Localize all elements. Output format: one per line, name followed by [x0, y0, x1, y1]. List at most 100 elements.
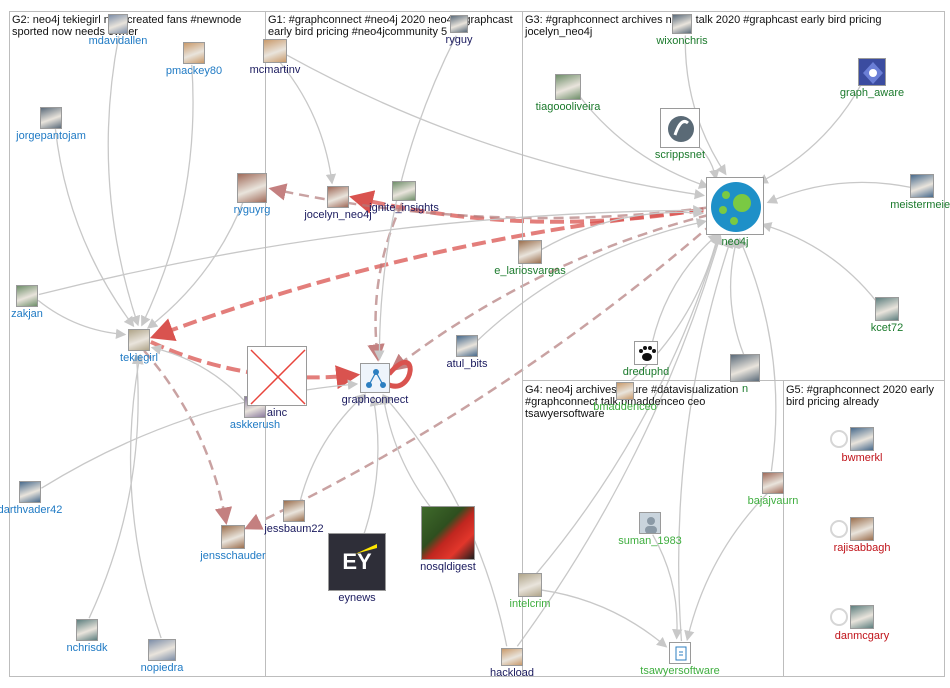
node-label: bajajvaurn [747, 495, 799, 507]
edge-ignite-insights-to-graphconnect [367, 202, 404, 362]
node-label: kcet72 [870, 322, 904, 334]
node-label: nosqldigest [420, 561, 476, 573]
node-label: wixonchris [656, 35, 708, 47]
avatar-icon [850, 605, 874, 629]
neo4j-logo-icon [706, 177, 764, 235]
edge-kcet72-to-neo4j [761, 222, 878, 303]
edge-jessbaum22-to-graphconnect [299, 393, 367, 501]
self-loop-icon [830, 608, 848, 626]
avatar-icon [850, 427, 874, 451]
edge-jorgepantojam-to-tekiegirl [54, 129, 135, 328]
avatar-icon [40, 107, 62, 129]
edge-tiagoooliveira-to-neo4j [577, 93, 710, 189]
node-label: danmcgary [834, 630, 890, 642]
edge-ryguyrg-to-tekiegirl [146, 197, 246, 329]
node-label: tekiegirl [120, 352, 158, 364]
avatar-icon [518, 573, 542, 597]
edge-e-lariosvargas-to-neo4j [541, 207, 705, 250]
edge-neo4j-to-jensschauder [244, 211, 726, 530]
edge-bajajvaurn-to-tsawyersoftware [684, 493, 768, 642]
avatar-icon [850, 517, 874, 541]
edge-darthvader42-to-graphconnect [41, 379, 359, 489]
node-label: zakjan [11, 308, 43, 320]
avatar-icon [283, 500, 305, 522]
edge-intelcrim-to-tsawyersoftware [540, 589, 668, 648]
avatar-icon [616, 382, 634, 400]
node-label: n [741, 383, 749, 395]
group-box-g1 [265, 11, 523, 677]
node-label: ignite_insights [369, 202, 439, 214]
node-label: jorgepantojam [16, 130, 86, 142]
node-label: mdavidallen [88, 35, 148, 47]
node-label: ryguyrg [233, 204, 271, 216]
node-label: jocelyn_neo4j [304, 209, 372, 221]
group-label-g1: G1: #graphconnect #neo4j 2020 neo4j #gra… [268, 14, 516, 38]
ey-logo-icon: EY [328, 533, 386, 591]
edge-n-node-to-neo4j [729, 237, 745, 357]
edge-meistermeier-to-neo4j [766, 181, 911, 204]
avatar-icon [730, 354, 760, 382]
edge-graph-aware-to-neo4j [757, 80, 864, 184]
node-label: graph_aware [839, 87, 905, 99]
node-label: neo4j [721, 236, 749, 248]
edge-bajajvaurn-to-neo4j [738, 237, 777, 472]
graphaware-logo-icon [858, 58, 886, 86]
node-label: ryguy [445, 34, 473, 46]
node-label: suman_1983 [618, 535, 682, 547]
node-label: darthvader42 [0, 504, 63, 516]
node-label: nchrisdk [66, 642, 108, 654]
doc-icon [669, 642, 691, 664]
avatar-icon [76, 619, 98, 641]
self-loop-icon [830, 520, 848, 538]
avatar-icon [237, 173, 267, 203]
edge-nchrisdk-to-tekiegirl [88, 353, 143, 619]
node-label: e_lariosvargas [494, 265, 566, 277]
node-label: dreduphd [622, 366, 670, 378]
edge-atul-bits-to-neo4j [477, 218, 708, 341]
avatar-icon [19, 481, 41, 503]
avatar-icon [875, 297, 899, 321]
group-label-g3: G3: #graphconnect archives neo4j talk 20… [525, 14, 885, 38]
node-label: graphconnect [341, 394, 409, 406]
node-label: hackload [489, 667, 535, 679]
avatar-icon [456, 335, 478, 357]
edge-self-loop [385, 359, 413, 389]
edge-nopiedra-to-tekiegirl [129, 353, 162, 639]
node-label: atul_bits [446, 358, 488, 370]
avatar-icon [501, 648, 523, 666]
node-label: askkerush [229, 419, 281, 431]
avatar-icon [221, 525, 245, 549]
node-label: pmackey80 [165, 65, 223, 77]
node-label: jessbaum22 [264, 523, 324, 535]
avatar-icon [108, 14, 128, 34]
node-label: meistermeier [890, 199, 950, 211]
edge-pmackey80-to-tekiegirl [141, 64, 194, 327]
edge-bmaddenceo-to-neo4j [630, 233, 722, 382]
node-label: tsawyersoftware [640, 665, 720, 677]
broken-image-icon [247, 346, 307, 406]
edge-tekiegirl-to-jensschauder [143, 350, 233, 526]
self-loop-icon [830, 430, 848, 448]
edge-neo4j-to-tekiegirl [149, 206, 724, 341]
edge-zakjan-to-tekiegirl [37, 299, 127, 340]
avatar-icon [148, 639, 176, 661]
avatar-icon [263, 39, 287, 63]
default-avatar-icon [639, 512, 661, 534]
edge-mdavidallen-to-tekiegirl [107, 35, 141, 327]
node-label: rajisabbagh [833, 542, 891, 554]
node-label: scrippsnet [654, 149, 706, 161]
avatar-icon [392, 181, 416, 201]
parrot-icon [421, 506, 475, 560]
node-label: tiagoooliveira [535, 101, 601, 113]
scripps-logo-icon [660, 108, 700, 148]
edge-eynews-to-graphconnect [357, 395, 380, 551]
group-box-g5 [783, 380, 945, 677]
avatar-icon [327, 186, 349, 208]
edge-dreduphd-to-neo4j [651, 233, 719, 343]
graph-logo-icon [360, 363, 390, 393]
edge-mcmartinv-to-jocelyn-neo4j [279, 61, 337, 185]
node-label: intelcrim [509, 598, 551, 610]
avatar-icon [672, 14, 692, 34]
edge-intelcrim-to-neo4j [535, 233, 722, 575]
